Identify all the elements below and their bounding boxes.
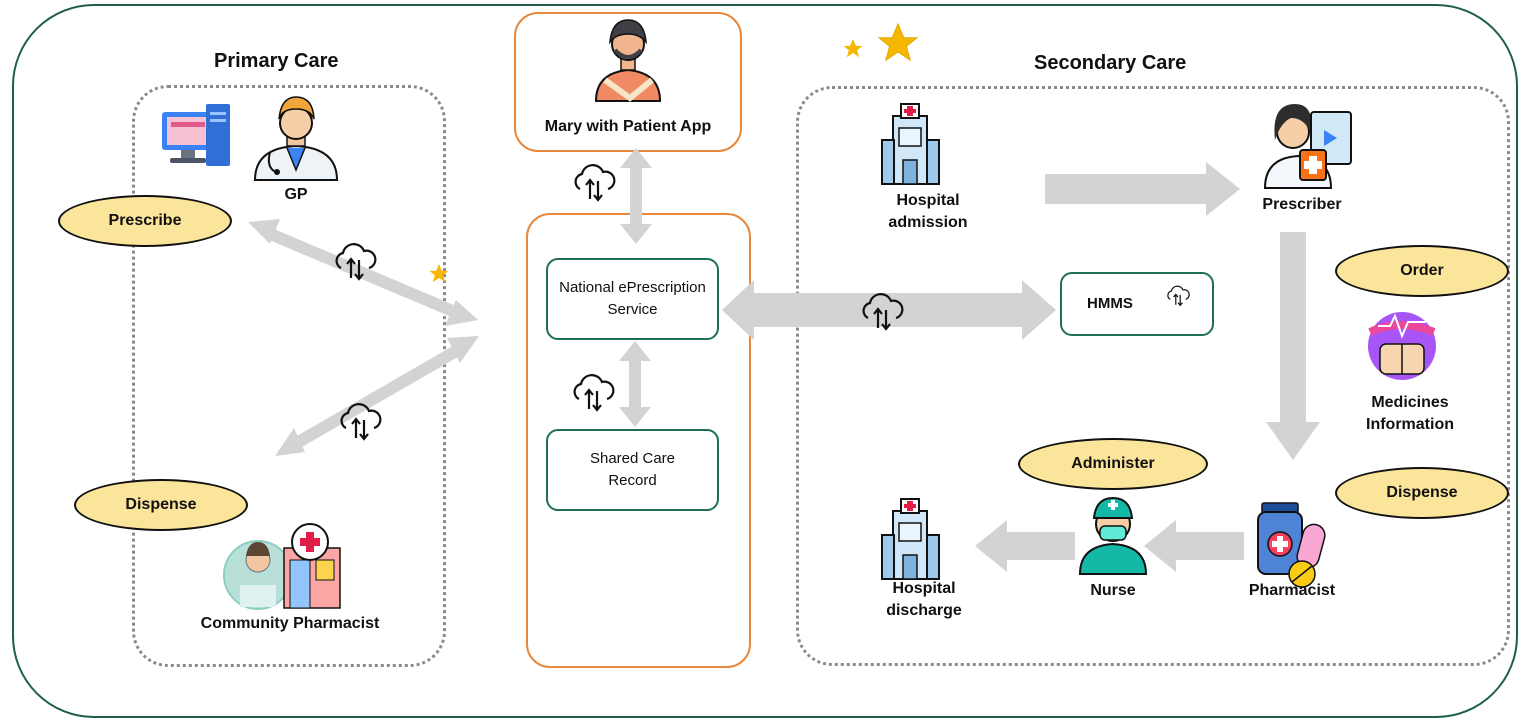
hospital-admission-icon [881,103,940,185]
hmms-exchange-arrow [722,280,1056,340]
pharmacist-icon [1257,502,1326,588]
hospital-admission-label: Hospital admission [888,192,968,231]
patient-label: Mary with Patient App [544,118,712,135]
gp-label: GP [284,186,308,203]
community-pharmacist-icon [223,523,341,610]
computer-icon [162,104,230,166]
prescriber-to-pharmacist-arrow [1266,232,1320,460]
national-eprescription-box: National ePrescription Service [546,258,719,340]
secondary-care-heading: Secondary Care [1034,52,1187,74]
record-exchange-arrow [619,341,651,427]
order-label: Order [1400,262,1444,279]
star-icon [878,23,918,62]
gp-exchange-arrow [248,219,478,326]
medicines-information-label: Medicines Information [1366,394,1454,433]
administer-pill: Administer [1018,438,1208,490]
pharmacist-label: Pharmacist [1248,582,1336,599]
prescribe-label: Prescribe [108,212,182,229]
hmms-box: HMMS [1060,272,1214,336]
community-pharmacist-label: Community Pharmacist [200,615,380,632]
cloud-sync-icon [1167,285,1190,306]
outer-frame [12,4,1518,718]
pharmacist-to-nurse-arrow [1144,520,1244,572]
cloud-sync-icon [574,164,616,202]
nurse-label: Nurse [1090,582,1136,599]
hospital-discharge-label: Hospital discharge [886,580,962,619]
shared-care-record-box: Shared Care Record [546,429,719,511]
star-icon [843,39,863,58]
order-pill: Order [1335,245,1509,297]
pharmacy-exchange-arrow [275,336,479,456]
patient-exchange-arrow [620,148,652,244]
national-eprescription-label: National ePrescription Service [559,279,706,318]
prescriber-label: Prescriber [1262,196,1342,213]
prescriber-icon [1263,104,1352,189]
primary-care-heading: Primary Care [214,50,339,72]
secondary-care-box [796,86,1510,666]
primary-dispense-pill: Dispense [74,479,248,531]
administer-label: Administer [1071,455,1155,472]
secondary-dispense-pill: Dispense [1335,467,1509,519]
patient-icon [594,19,662,102]
primary-care-box [132,85,446,667]
hospital-discharge-icon [881,498,940,580]
cloud-sync-icon [573,374,615,412]
prescribe-pill: Prescribe [58,195,232,247]
primary-dispense-label: Dispense [125,496,197,513]
shared-care-record-label: Shared Care Record [589,450,676,489]
admission-to-prescriber-arrow [1045,162,1240,216]
gp-doctor-icon [253,96,339,181]
nurse-icon [1078,496,1148,575]
nurse-to-discharge-arrow [975,520,1075,572]
hmms-label: HMMS [1087,295,1133,312]
medicines-information-icon [1368,312,1436,380]
secondary-dispense-label: Dispense [1386,484,1458,501]
star-icon [429,264,449,283]
